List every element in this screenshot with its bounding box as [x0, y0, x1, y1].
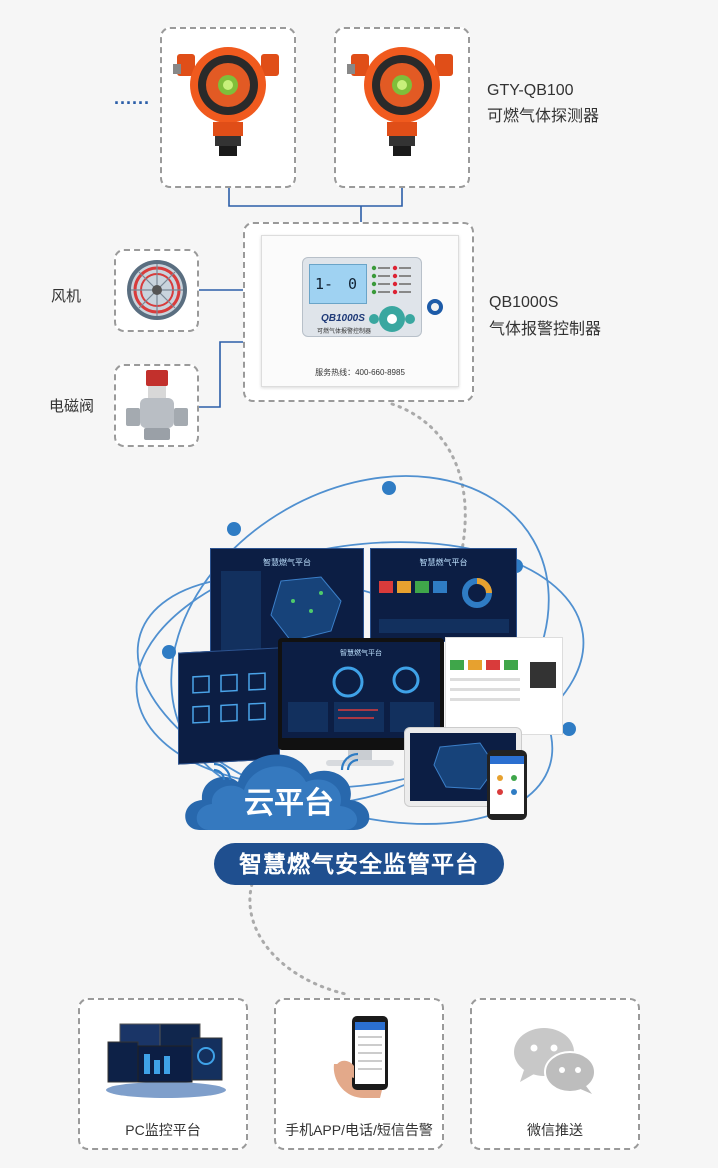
pc-platform-label: PC监控平台 — [125, 1122, 201, 1138]
pc-monitors-icon — [106, 1023, 226, 1098]
screen-title-right: 智慧燃气平台 — [419, 558, 468, 567]
phone-app-graphic — [490, 756, 524, 795]
detector-name-label: 可燃气体探测器 — [487, 108, 600, 125]
lcd-frame: 1- 0 QB1000S 可燃气体报警控制器 — [302, 257, 422, 337]
panel-model-text: QB1000S — [321, 313, 365, 324]
detector-bus-line — [228, 188, 403, 222]
dashboard-screen-right: 智慧燃气平台 — [370, 548, 517, 642]
dashboard-screen-side — [178, 647, 280, 765]
dashboard-stats-graphic — [379, 578, 509, 633]
service-hotline: 服务热线：400-660-8985 — [315, 368, 405, 377]
dashboard-map-graphic — [221, 571, 342, 655]
solenoid-valve-icon — [126, 370, 188, 440]
valve-label: 电磁阀 — [49, 398, 95, 415]
lcd-right-value: 0 — [348, 275, 358, 293]
panel-subtitle: 可燃气体报警控制器 — [317, 329, 372, 335]
desktop-monitor: 智慧燃气平台 — [278, 638, 444, 750]
web-page-graphic — [450, 660, 556, 701]
web-page-screen — [445, 637, 563, 735]
screen-title-center: 智慧燃气平台 — [340, 650, 382, 657]
wechat-label: 微信推送 — [527, 1122, 583, 1138]
indicator-leds — [371, 265, 411, 295]
dashboard-icons-graphic — [192, 672, 266, 724]
fan-label: 风机 — [51, 288, 82, 305]
key-switch-icon — [427, 299, 443, 315]
cloud-icon — [185, 754, 370, 830]
tablet-map-graphic — [433, 742, 497, 790]
gas-detector-icon — [173, 47, 279, 156]
keypad-icon — [369, 306, 415, 332]
wifi-signal-right-icon — [340, 752, 359, 771]
lcd-left-value: 1- — [315, 275, 334, 293]
detector-model-label: GTY-QB100 — [487, 82, 574, 99]
phone-device — [487, 750, 527, 820]
valve-connector-line — [199, 341, 244, 408]
gas-detector-icon — [347, 47, 453, 156]
controller-panel: 1- 0 QB1000S 可燃气体报警控制器 服务热线：400-660-8985 — [261, 235, 459, 387]
hand-phone-icon — [333, 1016, 388, 1098]
platform-name-badge: 智慧燃气安全监管平台 — [214, 843, 504, 885]
controller-cloud-dotted-link — [390, 402, 467, 562]
mobile-alert-label: 手机APP/电话/短信告警 — [285, 1122, 433, 1138]
fan-icon — [127, 260, 187, 320]
controller-model-label: QB1000S — [489, 294, 559, 311]
more-detectors-ellipsis: ...... — [114, 88, 151, 108]
wechat-icon — [514, 1028, 596, 1094]
cloud-outputs-dotted-link — [248, 882, 352, 997]
monitor-dashboard-graphic — [288, 666, 434, 732]
cloud-platform-title: 云平台 — [244, 787, 334, 820]
lcd-display: 1- 0 — [309, 264, 367, 304]
wifi-signal-left-icon — [213, 762, 232, 781]
screen-title-left: 智慧燃气平台 — [263, 558, 311, 567]
controller-name-label: 气体报警控制器 — [489, 321, 602, 338]
